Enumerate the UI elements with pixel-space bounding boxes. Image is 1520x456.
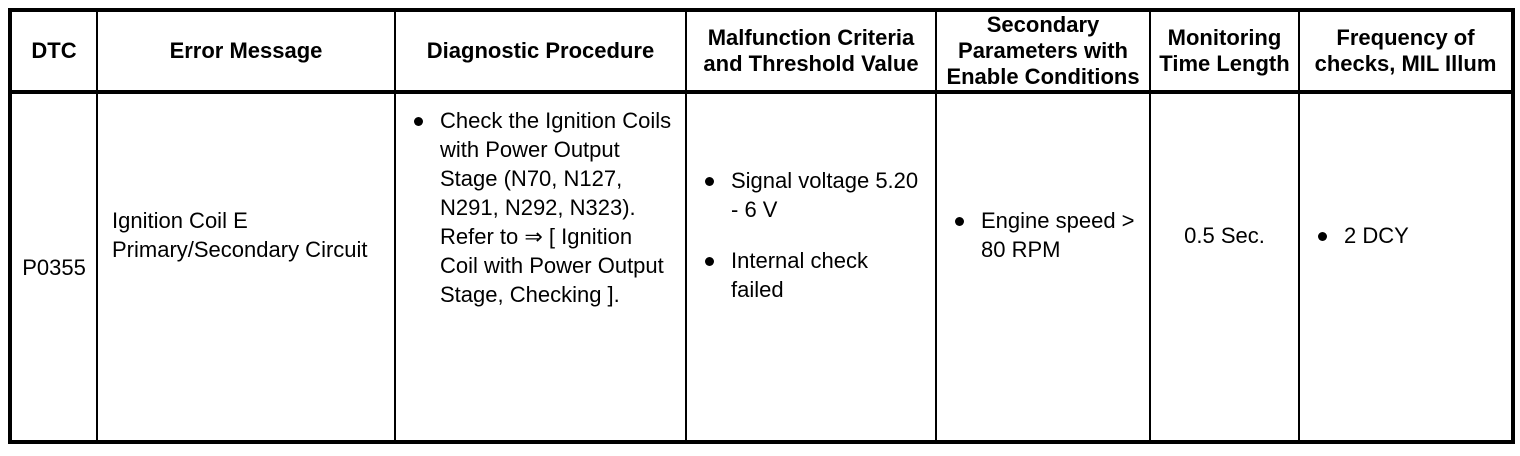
list-item: 2 DCY	[1310, 221, 1501, 250]
frequency-of-checks-wrapper: 2 DCY	[1300, 94, 1511, 376]
diagnostic-procedure-wrapper: Check the Ignition Coils with Power Outp…	[396, 94, 685, 319]
cell-monitoring-time-length: 0.5 Sec.	[1149, 92, 1300, 442]
column-header-frequency-of-checks: Frequency of checks, MIL Illum	[1298, 10, 1514, 94]
list-item: Engine speed > 80 RPM	[947, 206, 1139, 264]
malfunction-criteria-item-0: Signal voltage 5.20 - 6 V	[731, 168, 919, 222]
frequency-of-checks-item-0: 2 DCY	[1344, 222, 1409, 248]
error-message-value: Ignition Coil E Primary/Secondary Circui…	[112, 208, 368, 262]
cell-dtc-code: P0355	[9, 92, 98, 442]
list-item: Signal voltage 5.20 - 6 V	[697, 166, 925, 224]
cell-secondary-parameters: Engine speed > 80 RPM	[935, 92, 1151, 442]
column-header-error-message: Error Message	[96, 10, 396, 94]
list-item: Internal check failed	[697, 246, 925, 304]
malfunction-criteria-item-1: Internal check failed	[731, 248, 868, 302]
frequency-of-checks-list: 2 DCY	[1310, 221, 1501, 250]
list-item: Check the Ignition Coils with Power Outp…	[406, 106, 675, 309]
table-header: DTC Error Message Diagnostic Procedure M…	[9, 10, 1514, 94]
column-header-secondary-parameters: Secondary Parameters with Enable Conditi…	[935, 10, 1151, 94]
secondary-parameters-wrapper: Engine speed > 80 RPM	[937, 94, 1149, 376]
column-header-diagnostic-procedure: Diagnostic Procedure	[394, 10, 687, 94]
cell-malfunction-criteria: Signal voltage 5.20 - 6 V Internal check…	[685, 92, 937, 442]
error-message-wrapper: Ignition Coil E Primary/Secondary Circui…	[98, 94, 394, 376]
column-header-malfunction-criteria: Malfunction Criteria and Threshold Value	[685, 10, 937, 94]
column-header-monitoring-time-length: Monitoring Time Length	[1149, 10, 1300, 94]
column-header-dtc: DTC	[9, 10, 98, 94]
table-row: P0355 Ignition Coil E Primary/Secondary …	[9, 92, 1514, 442]
monitoring-time-length-value: 0.5 Sec.	[1184, 222, 1265, 248]
diagnostic-procedure-list: Check the Ignition Coils with Power Outp…	[406, 106, 675, 309]
malfunction-criteria-list: Signal voltage 5.20 - 6 V Internal check…	[697, 166, 925, 304]
dtc-diagnostic-table: DTC Error Message Diagnostic Procedure M…	[8, 8, 1515, 444]
malfunction-criteria-wrapper: Signal voltage 5.20 - 6 V Internal check…	[687, 94, 935, 376]
diagnostic-procedure-item-0: Check the Ignition Coils with Power Outp…	[440, 108, 672, 307]
table-body: P0355 Ignition Coil E Primary/Secondary …	[9, 92, 1514, 442]
secondary-parameters-item-0: Engine speed > 80 RPM	[981, 208, 1135, 262]
dtc-code-value: P0355	[22, 254, 86, 280]
cell-diagnostic-procedure: Check the Ignition Coils with Power Outp…	[394, 92, 687, 442]
header-row: DTC Error Message Diagnostic Procedure M…	[9, 10, 1514, 94]
cell-error-message: Ignition Coil E Primary/Secondary Circui…	[96, 92, 396, 442]
secondary-parameters-list: Engine speed > 80 RPM	[947, 206, 1139, 264]
cell-frequency-of-checks: 2 DCY	[1298, 92, 1514, 442]
